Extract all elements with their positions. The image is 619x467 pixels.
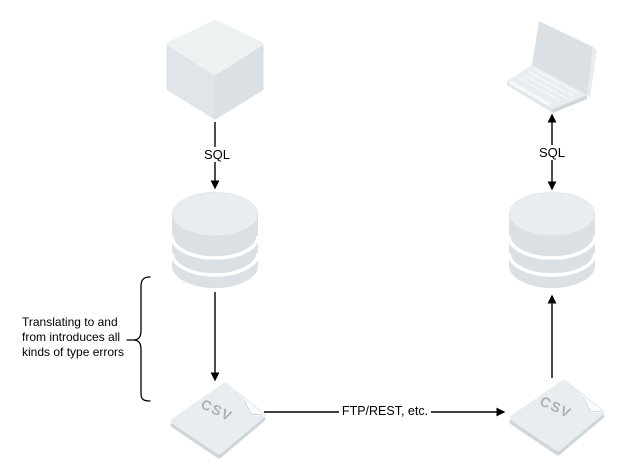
laptop-screen bbox=[532, 21, 593, 95]
cube-icon bbox=[166, 19, 264, 120]
database-right-icon bbox=[509, 192, 595, 288]
database-top bbox=[509, 192, 595, 236]
database-top bbox=[172, 192, 258, 236]
laptop-screen-edge bbox=[587, 47, 597, 98]
laptop-icon bbox=[507, 21, 597, 113]
csv-fold-line bbox=[582, 396, 603, 413]
sql-label-left: SQL bbox=[200, 147, 234, 162]
database-gap bbox=[172, 235, 258, 260]
database-gap bbox=[172, 252, 258, 277]
laptop-palmrest bbox=[509, 80, 551, 107]
database-gap bbox=[509, 235, 595, 260]
annotation-text: Translating to and from introduces all k… bbox=[22, 315, 125, 359]
cube-top-face bbox=[166, 19, 264, 76]
csv-file-right-icon: CSV bbox=[509, 379, 605, 456]
sql-label-right: SQL bbox=[535, 145, 569, 160]
curly-brace-icon bbox=[126, 276, 151, 402]
database-left-icon bbox=[172, 192, 258, 288]
annotation-brace bbox=[126, 276, 151, 402]
laptop-right-edge bbox=[553, 95, 587, 113]
database-gap bbox=[509, 252, 595, 277]
csv-file-left-icon: CSV bbox=[170, 382, 266, 459]
laptop-keyboard bbox=[518, 68, 579, 101]
csv-fold-line bbox=[243, 399, 264, 416]
transfer-label: FTP/REST, etc. bbox=[338, 404, 432, 419]
